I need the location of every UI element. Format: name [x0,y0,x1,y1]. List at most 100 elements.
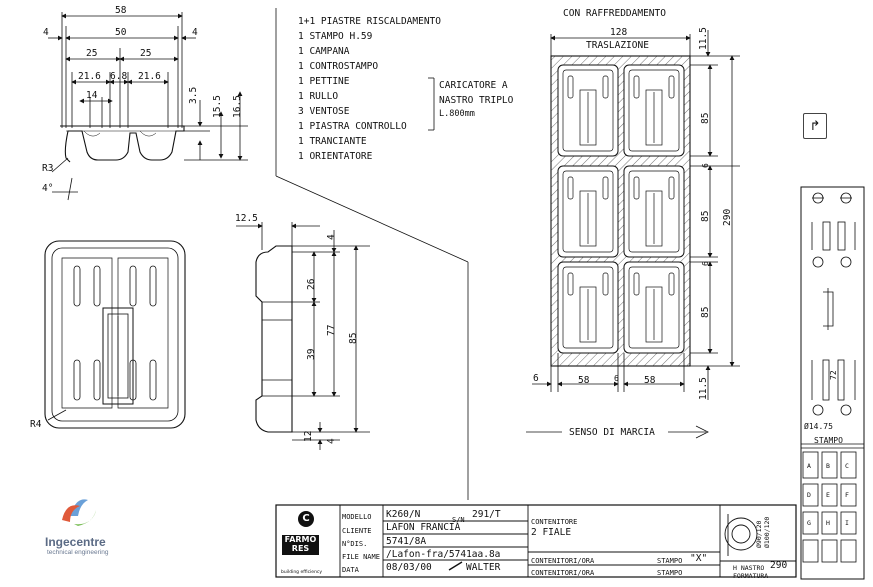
dim-inner-width: 50 [115,27,127,38]
components-line: 1 RULLO [298,91,339,102]
stampo-grid-c: C [845,462,849,470]
value-contenitore: 2 FIALE [531,527,572,538]
label-cliente: CLIENTE [342,527,372,535]
layout-cell-width: 58 [644,375,656,386]
dim-radius-r3: R3 [42,163,54,174]
layout-pitch: 85 [700,112,711,124]
dim-sub-right: 21.6 [138,71,161,82]
dim-left-margin: 4 [43,27,49,38]
dim-sub-mid: 6.8 [110,71,128,82]
label-file: FILE NAME [342,553,380,561]
stampo-panel [800,186,865,580]
stampo-grid-e: E [826,491,830,499]
stampo-grid-h: H [826,519,830,527]
dim-right-margin: 4 [192,27,198,38]
layout-gap: 6 [701,163,710,168]
direction-label: SENSO DI MARCIA [569,427,655,438]
dim-h-mid: 15.5 [212,95,223,118]
stampo-dim-72: 72 [829,370,838,380]
dim-cell-left: 25 [86,48,98,59]
section-view [48,12,248,201]
value-sn: 291/T [472,509,501,520]
side-view [236,222,370,450]
label-sn: S/N [452,516,465,524]
stampo-grid-f: F [845,491,849,499]
components-line: 1 CONTROSTAMPO [298,61,379,72]
components-line: 1 CAMPANA [298,46,350,57]
farmores-logo: FARMO RES [282,535,319,555]
label-cont-ora-1: CONTENITORI/ORA [531,557,595,565]
layout-title: CON RAFFREDDAMENTO [563,8,666,19]
dim-side-bottom-small: 4 [326,438,337,444]
label-h-nastro: H NASTRO [733,564,765,572]
farmores-brand-line: RES [291,544,310,553]
layout-width: 128 [610,27,628,38]
label-stampo-2: STAMPO [657,569,683,577]
components-list: 1+1 PIASTRE RISCALDAMENTO 1 STAMPO H.59 … [298,16,441,162]
dim-rib: 14 [86,90,98,101]
dim-total-width: 58 [115,5,127,16]
label-cont-ora-2: CONTENITORI/ORA [531,569,595,577]
dim-cell-right: 25 [140,48,152,59]
label-modello: MODELLO [342,513,372,521]
ingecentre-logo-name: Ingecentre [45,535,106,549]
rotate-view-button[interactable]: ↱ [803,113,827,139]
farmores-emblem-icon: C [298,511,314,527]
layout-pitch: 85 [700,306,711,318]
layout-side-margin: 6 [533,373,539,384]
stampo-grid-g: G [807,519,811,527]
components-line: 1 STAMPO H.59 [298,31,373,42]
dim-side-seg1: 26 [306,278,317,290]
value-stampo-x: "X" [690,553,708,564]
plan-view [44,240,186,429]
stampo-grid-a: A [807,462,811,470]
layout-view [526,30,740,439]
layout-pitch: 85 [700,210,711,222]
dim-side-seg2: 39 [306,348,317,360]
value-file: /Lafon-fra/5741aa.8a [386,549,501,560]
title-block [275,504,797,578]
dim-h-small: 3.5 [188,86,199,104]
layout-total-height: 290 [722,208,733,226]
dim-side-inner: 77 [326,324,337,336]
label-stampo-1: STAMPO [657,557,683,565]
dim-side-top: 4 [326,234,337,240]
layout-subtitle: TRASLAZIONE [586,40,649,51]
layout-cell-width: 58 [578,375,590,386]
components-line: 1+1 PIASTRE RISCALDAMENTO [298,16,441,27]
farmores-brand-line: FARMO [284,535,317,544]
components-line: 1 PETTINE [298,76,350,87]
label-data: DATA [342,566,359,574]
components-line: 3 VENTOSE [298,106,350,117]
loader-note-line: CARICATORE A [439,80,508,91]
value-author: WALTER [466,562,501,573]
rotate-arrow-icon: ↱ [809,118,821,134]
stampo-diameter: Ø14.75 [804,422,833,431]
label-ndis: N°DIS. [342,540,368,548]
loader-note-line: NASTRO TRIPLO [439,95,514,106]
stampo-grid-d: D [807,491,811,499]
value-data: 08/03/00 [386,562,432,573]
value-cliente: LAFON FRANCIA [386,522,461,533]
layout-top-margin: 11.5 [698,27,709,50]
dim-h-total: 16.5 [232,95,243,118]
dim-side-bottom: 12 [303,430,314,442]
loader-note-line: L.800mm [439,109,475,119]
label-contenitore: CONTENITORE [531,518,578,526]
separator-lines [275,8,469,500]
dim-flange: 12.5 [235,213,258,224]
ingecentre-logo-tagline: technical engineering [47,549,109,556]
dim-sub-left: 21.6 [78,71,101,82]
stampo-grid-i: I [845,519,849,527]
value-h-nastro: 290 [770,560,788,571]
components-line: 1 ORIENTATORE [298,151,373,162]
layout-gap-bottom: 6 [614,374,619,383]
dim-side-total: 85 [348,332,359,344]
layout-bottom-margin: 11.5 [698,377,709,400]
value-ndis: 5741/8A [386,536,427,547]
stampo-label: STAMPO [814,436,843,445]
stampo-grid-b: B [826,462,830,470]
layout-gap: 6 [701,261,710,266]
